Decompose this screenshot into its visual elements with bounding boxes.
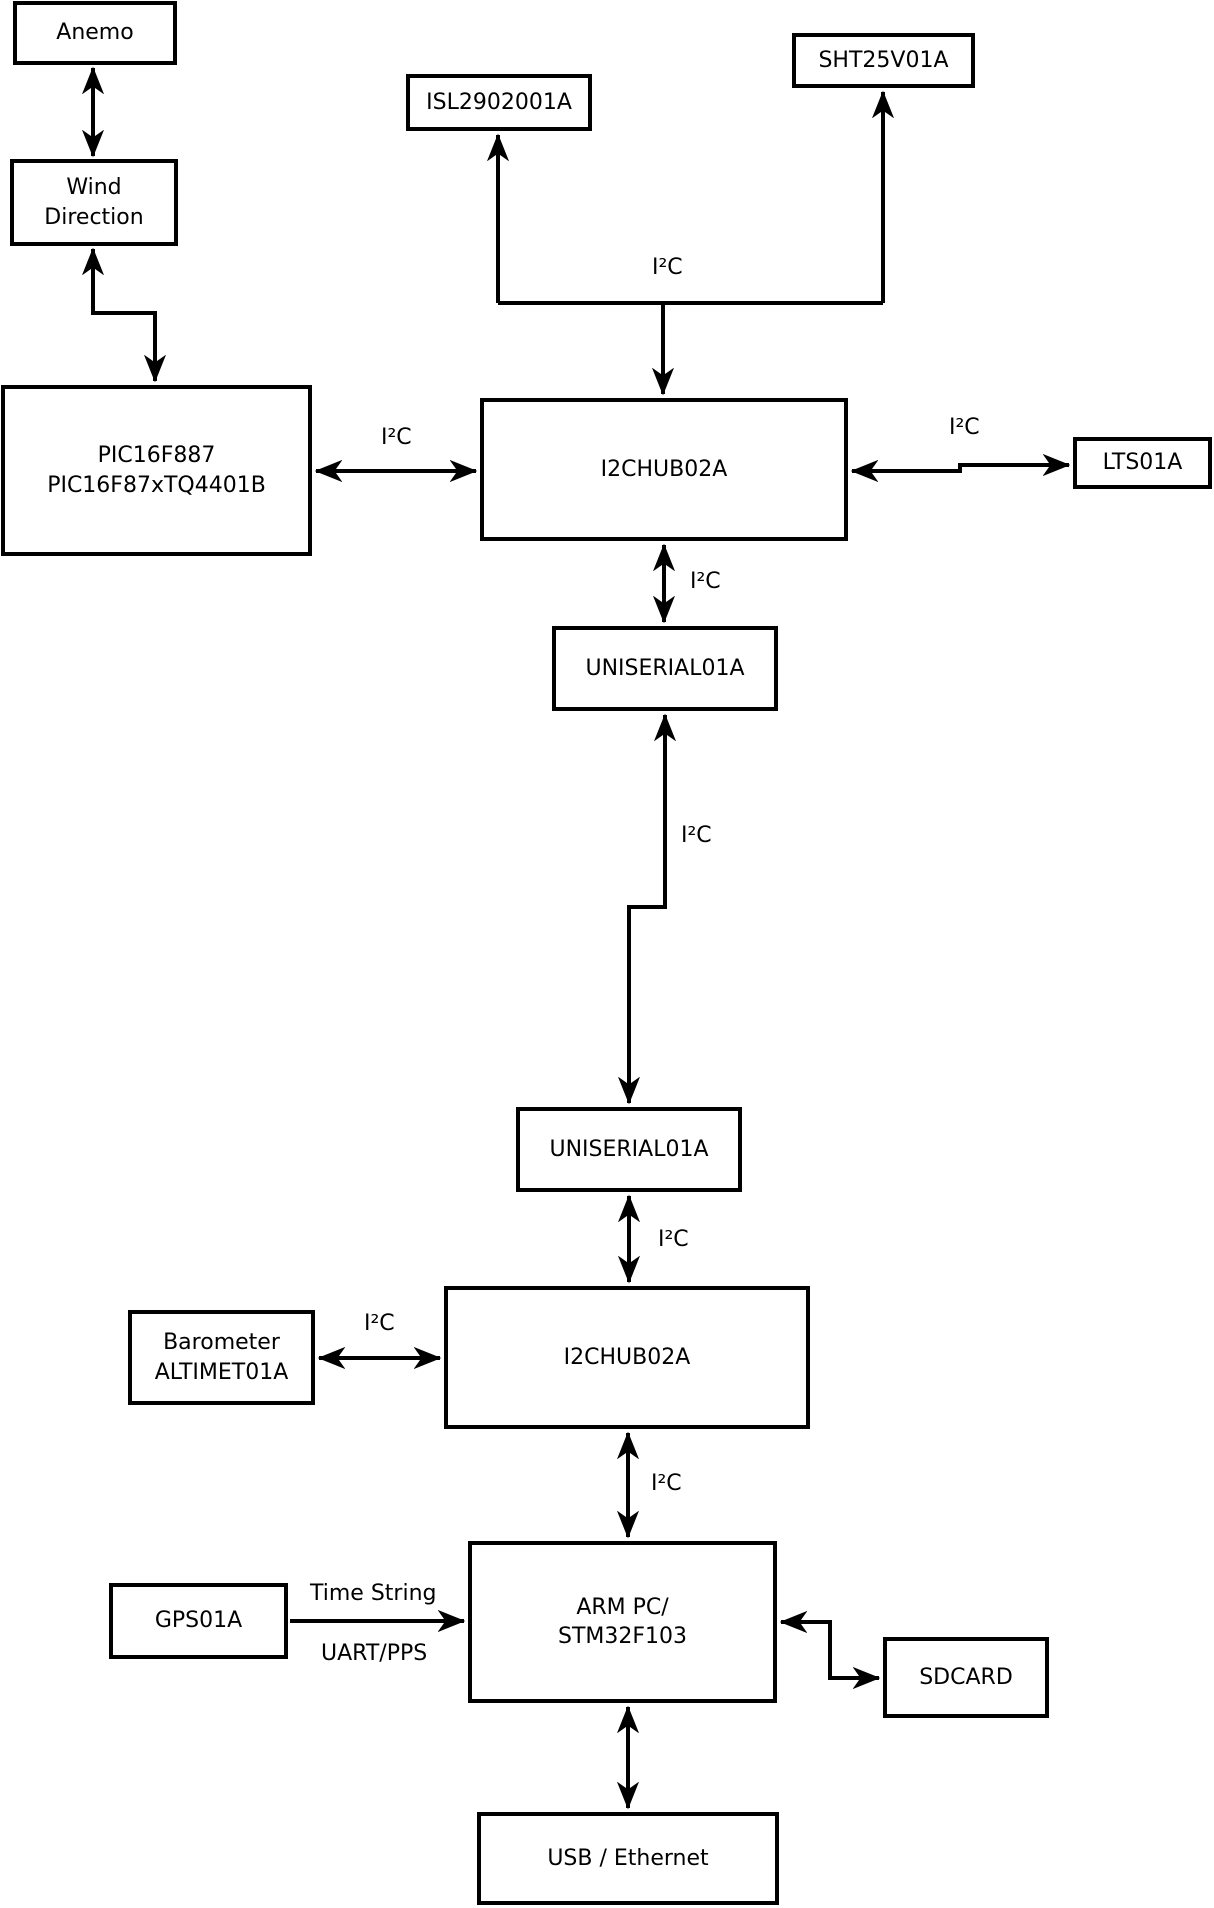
node-gps01a: GPS01A: [109, 1583, 288, 1659]
edge-label-i2c-uniserial-link: I²C: [681, 823, 712, 848]
node-anemo: Anemo: [13, 1, 177, 65]
edge-label-uart-pps: UART/PPS: [321, 1641, 428, 1666]
node-uniserial01a-top: UNISERIAL01A: [552, 626, 778, 711]
edge-label-i2c-barometer-hub2: I²C: [364, 1311, 395, 1336]
edge-label-i2c-pic-hub: I²C: [381, 425, 412, 450]
edge-hubtop-lts: [852, 465, 1069, 471]
edge-label-i2c-hub-lts: I²C: [949, 415, 980, 440]
node-uniserial01a-bottom: UNISERIAL01A: [516, 1107, 742, 1192]
edge-label-i2c-hub2-arm: I²C: [651, 1471, 682, 1496]
node-wind-direction: Wind Direction: [10, 159, 178, 246]
node-arm-pc-stm32f103: ARM PC/ STM32F103: [468, 1541, 777, 1703]
edge-uniserialtop-uniserialbottom: [629, 715, 665, 1103]
node-isl2902001a: ISL2902001A: [406, 74, 592, 131]
node-i2chub02a-bottom: I2CHUB02A: [444, 1286, 810, 1429]
node-usb-ethernet: USB / Ethernet: [477, 1812, 779, 1905]
node-lts01a: LTS01A: [1073, 437, 1212, 489]
edge-winddirection-pic: [93, 249, 155, 381]
edge-label-i2c-uniserial-hub2: I²C: [658, 1227, 689, 1252]
node-sdcard: SDCARD: [883, 1637, 1049, 1718]
node-barometer-altimet01a: Barometer ALTIMET01A: [128, 1310, 315, 1405]
node-pic16f887: PIC16F887 PIC16F87xTQ4401B: [1, 385, 312, 556]
edge-label-i2c-junction: I²C: [652, 255, 683, 280]
node-i2chub02a-top: I2CHUB02A: [480, 398, 848, 541]
node-sht25v01a: SHT25V01A: [792, 33, 975, 88]
edge-label-time-string: Time String: [310, 1581, 437, 1606]
edge-arm-sdcard: [781, 1622, 879, 1678]
edge-label-i2c-hub-uniserial: I²C: [690, 569, 721, 594]
